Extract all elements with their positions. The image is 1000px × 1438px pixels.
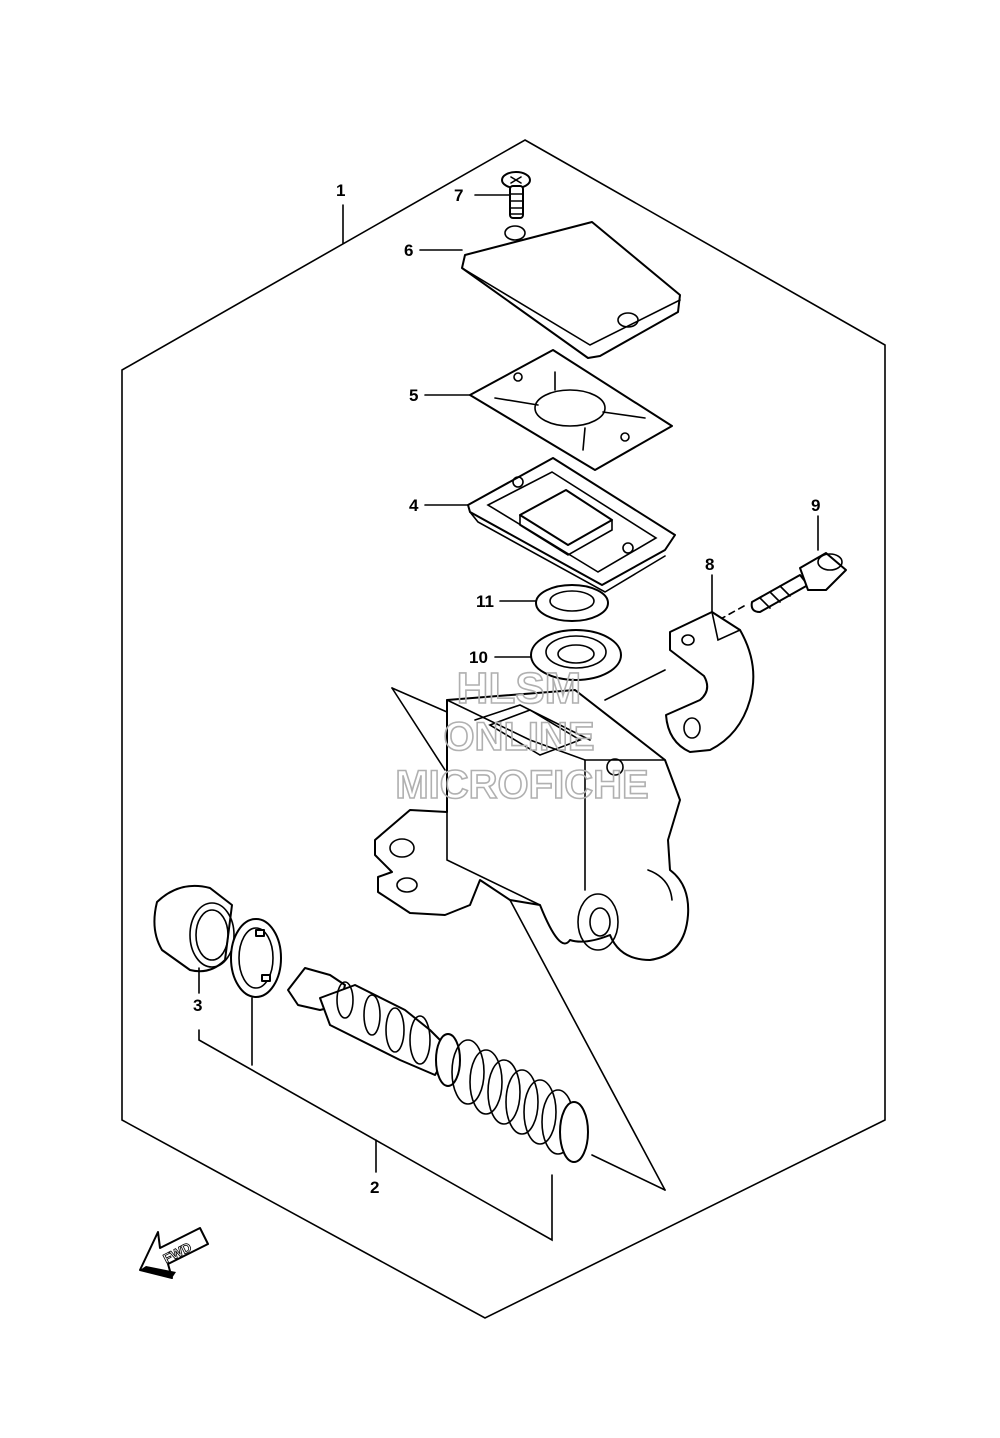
callout-11: 11 xyxy=(476,592,494,611)
part-3-boot xyxy=(153,884,235,973)
guide-line-bottom xyxy=(591,1154,666,1191)
fwd-label: FWD xyxy=(161,1239,194,1266)
master-cylinder-body xyxy=(374,689,690,961)
callout-2: 2 xyxy=(370,1178,379,1197)
clamp-axis xyxy=(604,669,666,701)
callout-4: 4 xyxy=(409,496,419,515)
guide-line-lower xyxy=(509,899,666,1191)
part-7-screw xyxy=(501,171,531,219)
callout-10: 10 xyxy=(469,648,488,667)
watermark-line-1: HLSM xyxy=(457,664,582,713)
callout-5: 5 xyxy=(409,386,418,405)
guide-line-left xyxy=(391,687,446,771)
part-circlip xyxy=(230,918,282,998)
callout-9: 9 xyxy=(811,496,820,515)
bolt-axis xyxy=(689,605,745,637)
guide-line-upper xyxy=(391,687,448,713)
callout-8: 8 xyxy=(705,555,714,574)
part-11-ring xyxy=(535,584,609,622)
part-2-piston-spring xyxy=(287,967,589,1163)
watermark: HLSM ONLINE MICROFICHE xyxy=(395,663,650,808)
part-6-cap xyxy=(461,221,681,359)
callout-3: 3 xyxy=(193,996,202,1015)
part-4-diaphragm xyxy=(467,457,676,593)
part-9-bolt xyxy=(750,552,847,613)
assembly-boundary xyxy=(121,139,886,1319)
callout-6: 6 xyxy=(404,241,413,260)
watermark-line-2: ONLINE xyxy=(443,715,594,759)
part-8-clamp xyxy=(665,611,755,753)
part-10-boot xyxy=(530,629,622,681)
watermark-line-3: MICROFICHE xyxy=(395,763,648,807)
callout-7: 7 xyxy=(454,186,463,205)
callout-1: 1 xyxy=(336,181,345,200)
part-5-plate xyxy=(469,349,673,471)
fwd-arrow: FWD xyxy=(139,1227,209,1279)
